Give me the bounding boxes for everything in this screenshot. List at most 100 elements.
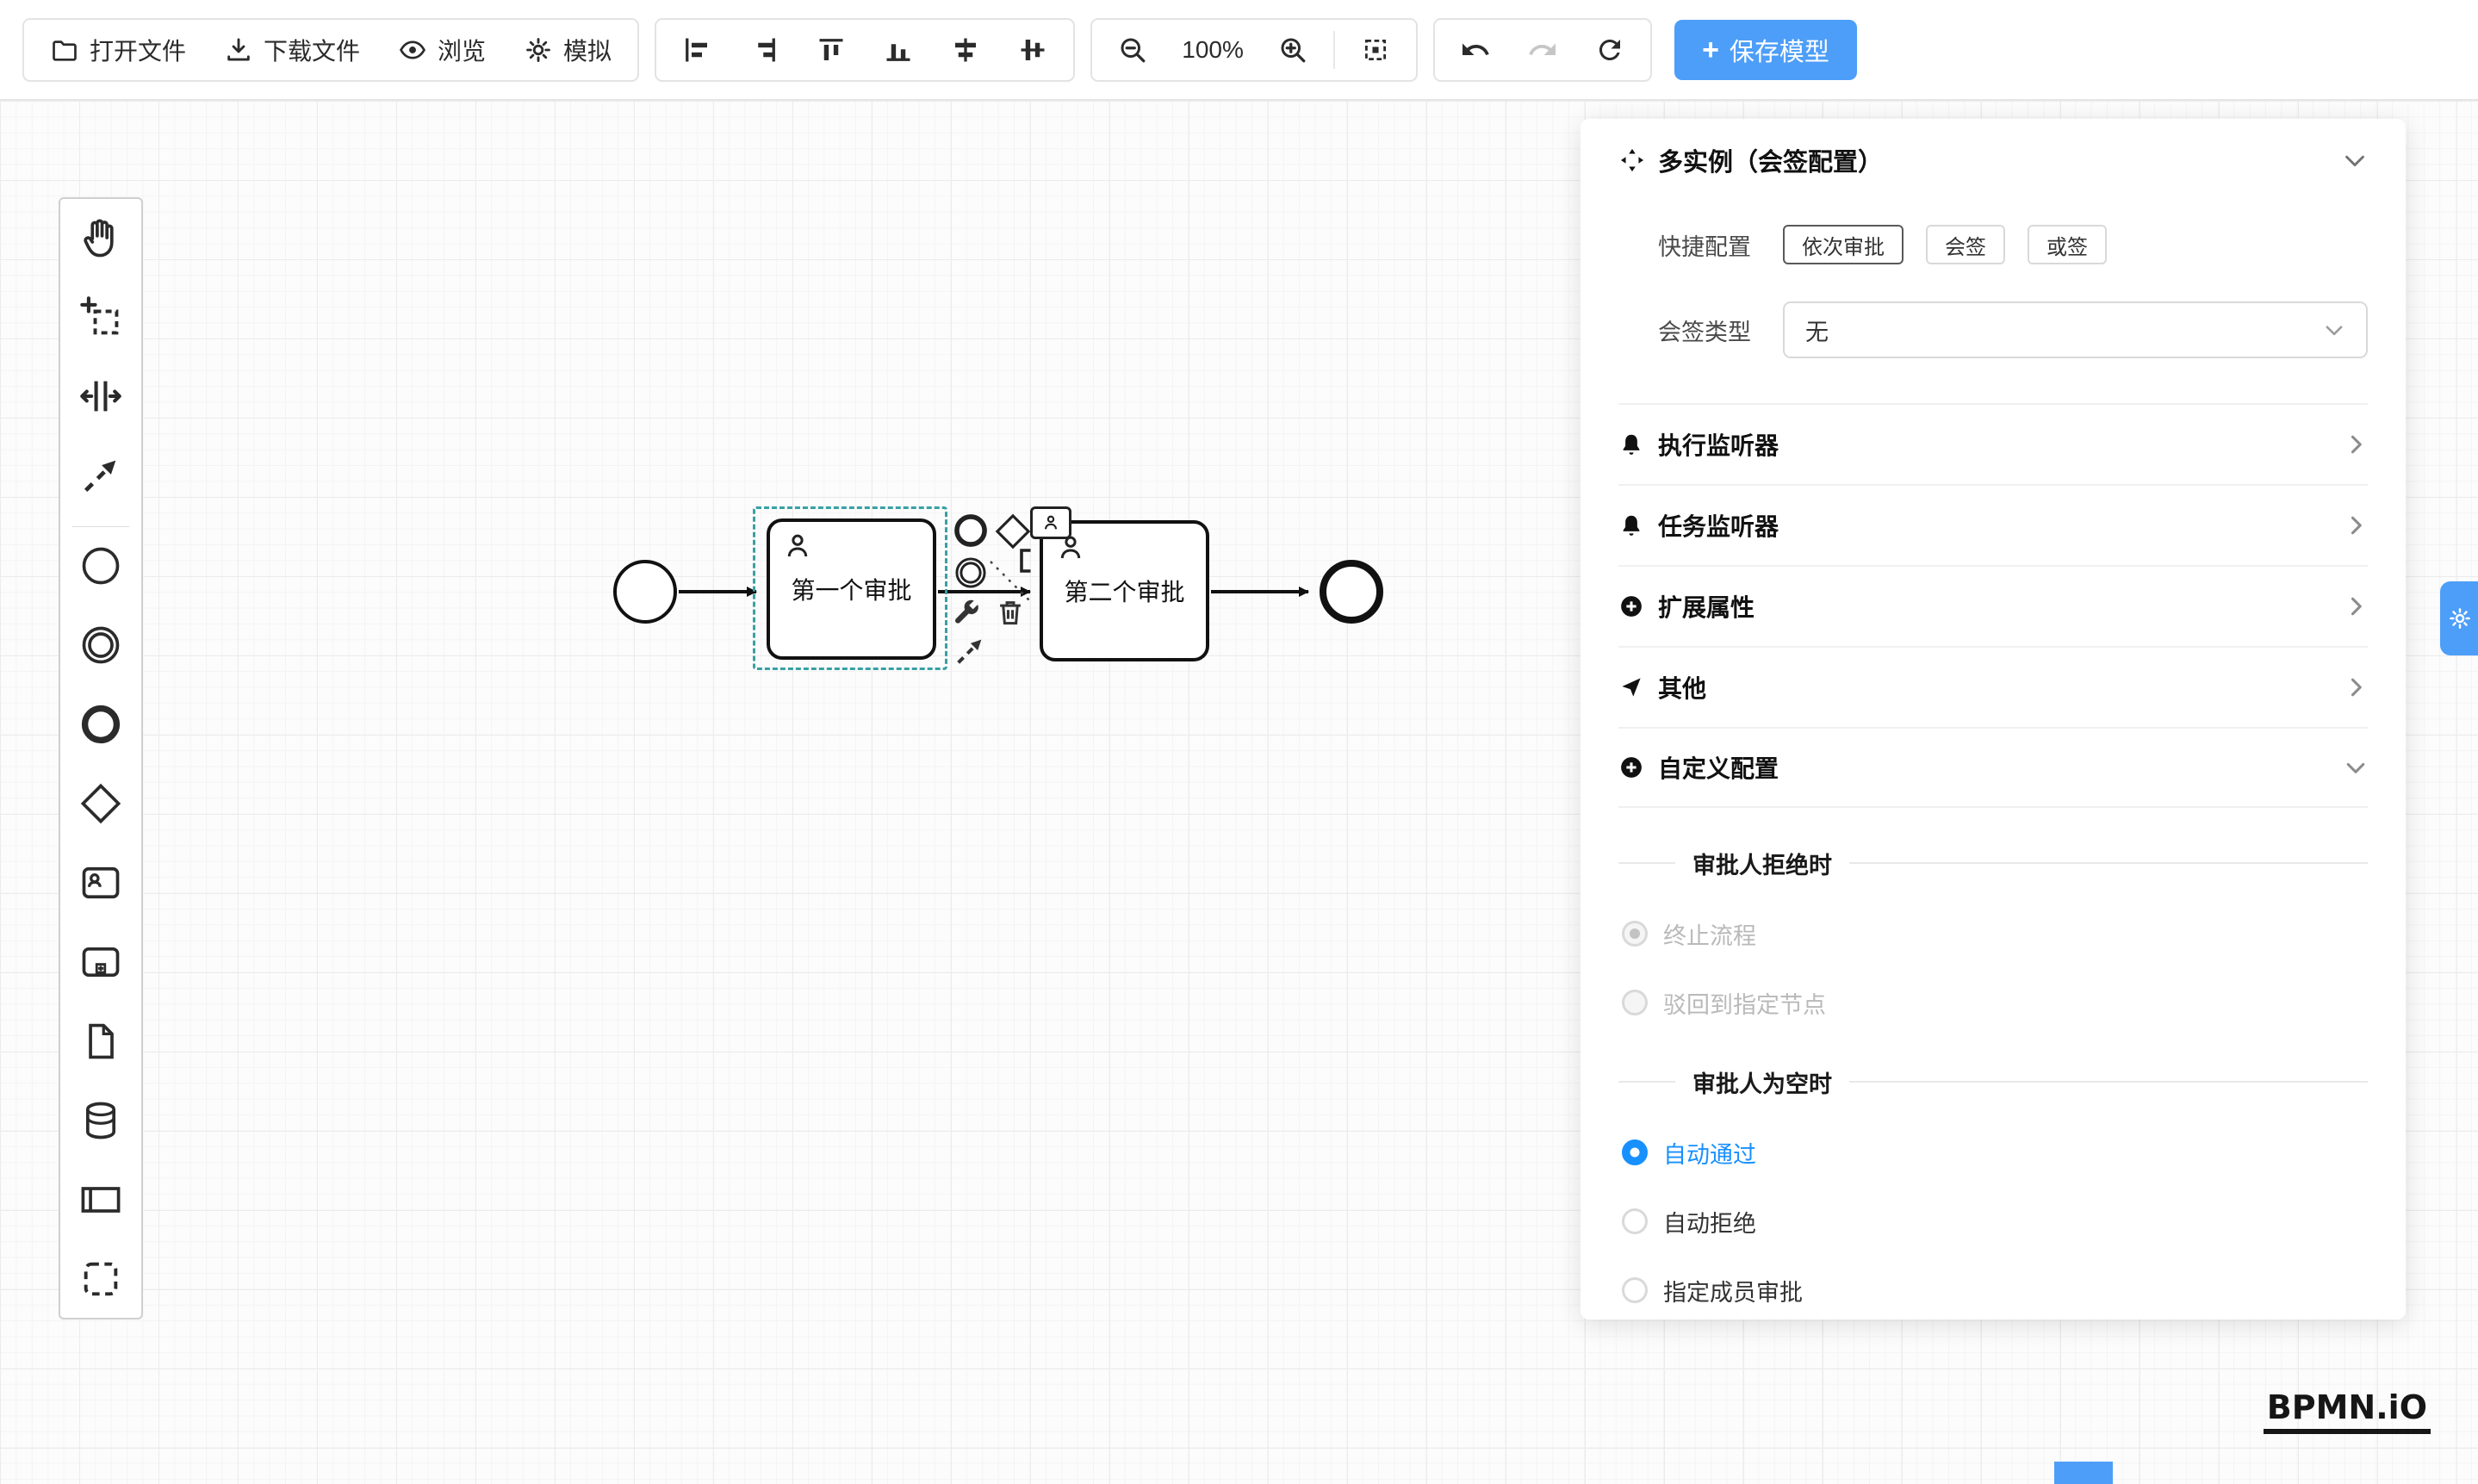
zoom-in-button[interactable] — [1259, 22, 1326, 78]
quick-config-label: 快捷配置 — [1658, 233, 1751, 260]
panel-title: 多实例（会签配置） — [1658, 149, 1884, 177]
refresh-button[interactable] — [1576, 22, 1643, 78]
align-right-button[interactable] — [730, 22, 798, 78]
section-label: 扩展属性 — [1658, 594, 1755, 621]
refresh-icon — [1599, 39, 1621, 60]
custom-config-content: 审批人拒绝时 终止流程 驳回到指定节点 审批人为空时 自动通过 自动拒绝 指定成… — [1618, 846, 2368, 1314]
quick-option-sequential[interactable]: 依次审批 — [1783, 225, 1904, 264]
send-icon — [1622, 678, 1641, 697]
distribute-vertical-icon — [1021, 39, 1045, 60]
align-top-icon — [819, 38, 843, 60]
align-top-button[interactable] — [798, 22, 865, 78]
user-icon — [1060, 536, 1081, 559]
global-connect-icon — [84, 460, 116, 493]
start-event[interactable] — [613, 560, 677, 624]
bpmn-io-watermark[interactable]: BPMN.iO — [2263, 1388, 2431, 1434]
global-connect-tool[interactable] — [72, 447, 129, 504]
connect-tool-button[interactable] — [953, 634, 987, 668]
chevron-down-icon — [2326, 326, 2343, 336]
lasso-tool[interactable] — [72, 289, 129, 345]
quick-option-orsign[interactable]: 或签 — [2028, 225, 2107, 264]
download-file-button[interactable]: 下载文件 — [205, 22, 379, 78]
sign-type-value: 无 — [1805, 319, 1829, 345]
append-user-task-button[interactable] — [1030, 506, 1071, 539]
distribute-vertical-button[interactable] — [999, 22, 1066, 78]
user-task-icon — [82, 866, 120, 899]
empty-group-title: 审批人为空时 — [1618, 1065, 2368, 1099]
zoom-button-group: 100% — [1090, 17, 1419, 82]
simulate-button[interactable]: 模拟 — [505, 22, 630, 78]
settings-side-tab[interactable] — [2440, 581, 2478, 655]
create-end-event[interactable] — [72, 696, 129, 753]
fit-viewport-button[interactable] — [1342, 22, 1409, 78]
sign-type-select[interactable]: 无 — [1783, 301, 2368, 358]
append-gateway-button[interactable] — [994, 512, 1032, 550]
zoom-in-icon — [1281, 38, 1306, 62]
task-second-approval[interactable]: 第二个审批 — [1040, 520, 1209, 661]
save-model-button[interactable]: + 保存模型 — [1674, 19, 1857, 80]
append-end-event-button[interactable] — [953, 512, 989, 549]
lasso-tool-icon — [80, 296, 119, 335]
open-file-button[interactable]: 打开文件 — [31, 22, 205, 78]
open-file-label: 打开文件 — [90, 37, 187, 65]
radio-assign-member[interactable]: 指定成员审批 — [1618, 1266, 2368, 1314]
section-label: 自定义配置 — [1658, 755, 1779, 782]
create-start-event[interactable] — [72, 537, 129, 594]
section-task-listener[interactable]: 任务监听器 — [1618, 484, 2368, 565]
delete-button[interactable] — [994, 596, 1027, 629]
redo-button[interactable] — [1509, 22, 1576, 78]
history-button-group — [1433, 17, 1653, 82]
align-bottom-button[interactable] — [865, 22, 932, 78]
fit-viewport-icon — [1365, 39, 1387, 60]
section-other[interactable]: 其他 — [1618, 646, 2368, 727]
distribute-horizontal-button[interactable] — [932, 22, 999, 78]
append-text-annotation-button[interactable] — [1011, 545, 1042, 576]
properties-panel: 多实例（会签配置） 快捷配置 依次审批 会签 或签 会签类型 无 执行监听器 任… — [1581, 119, 2406, 1319]
chevron-down-icon[interactable] — [2342, 147, 2368, 173]
create-group[interactable] — [72, 1251, 129, 1307]
divider — [1618, 1081, 1675, 1083]
chevron-down-icon — [2346, 762, 2365, 773]
group-icon — [84, 1262, 118, 1296]
section-execution-listener[interactable]: 执行监听器 — [1618, 403, 2368, 484]
append-intermediate-event-button[interactable] — [953, 555, 989, 591]
radio-icon — [1622, 1277, 1648, 1303]
save-model-label: 保存模型 — [1729, 38, 1829, 66]
reject-group-title: 审批人拒绝时 — [1618, 846, 2368, 880]
create-user-task[interactable] — [72, 854, 129, 911]
section-label: 执行监听器 — [1658, 432, 1779, 459]
section-custom-config[interactable]: 自定义配置 — [1618, 727, 2368, 808]
radio-auto-pass[interactable]: 自动通过 — [1618, 1128, 2368, 1177]
align-left-button[interactable] — [663, 22, 730, 78]
task-first-approval[interactable]: 第一个审批 — [767, 518, 936, 660]
quick-option-countersign[interactable]: 会签 — [1926, 225, 2005, 264]
palette-divider — [72, 526, 129, 527]
end-event[interactable] — [1320, 560, 1383, 624]
folder-icon — [53, 40, 77, 61]
task-label: 第一个审批 — [791, 577, 912, 604]
eye-icon — [400, 40, 426, 59]
empty-group-title-text: 审批人为空时 — [1692, 1071, 1832, 1097]
create-data-store[interactable] — [72, 1092, 129, 1149]
undo-icon — [1463, 43, 1489, 55]
palette — [59, 197, 143, 1319]
space-tool[interactable] — [72, 368, 129, 425]
radio-return-to-node: 驳回到指定节点 — [1618, 978, 2368, 1027]
create-document[interactable] — [72, 1013, 129, 1070]
gear-icon — [2450, 608, 2470, 629]
radio-auto-reject[interactable]: 自动拒绝 — [1618, 1197, 2368, 1245]
change-type-button[interactable] — [950, 596, 983, 629]
undo-button[interactable] — [1442, 22, 1509, 78]
section-label: 任务监听器 — [1658, 513, 1779, 540]
hand-tool[interactable] — [72, 209, 129, 266]
datastore-icon — [85, 1102, 116, 1139]
connect-arrow-icon — [957, 639, 982, 664]
create-participant[interactable] — [72, 1171, 129, 1228]
preview-button[interactable]: 浏览 — [379, 22, 505, 78]
create-intermediate-event[interactable] — [72, 617, 129, 674]
user-icon — [787, 534, 808, 557]
section-extended-properties[interactable]: 扩展属性 — [1618, 565, 2368, 646]
zoom-out-button[interactable] — [1099, 22, 1166, 78]
create-subprocess[interactable] — [72, 934, 129, 990]
create-gateway[interactable] — [72, 775, 129, 832]
